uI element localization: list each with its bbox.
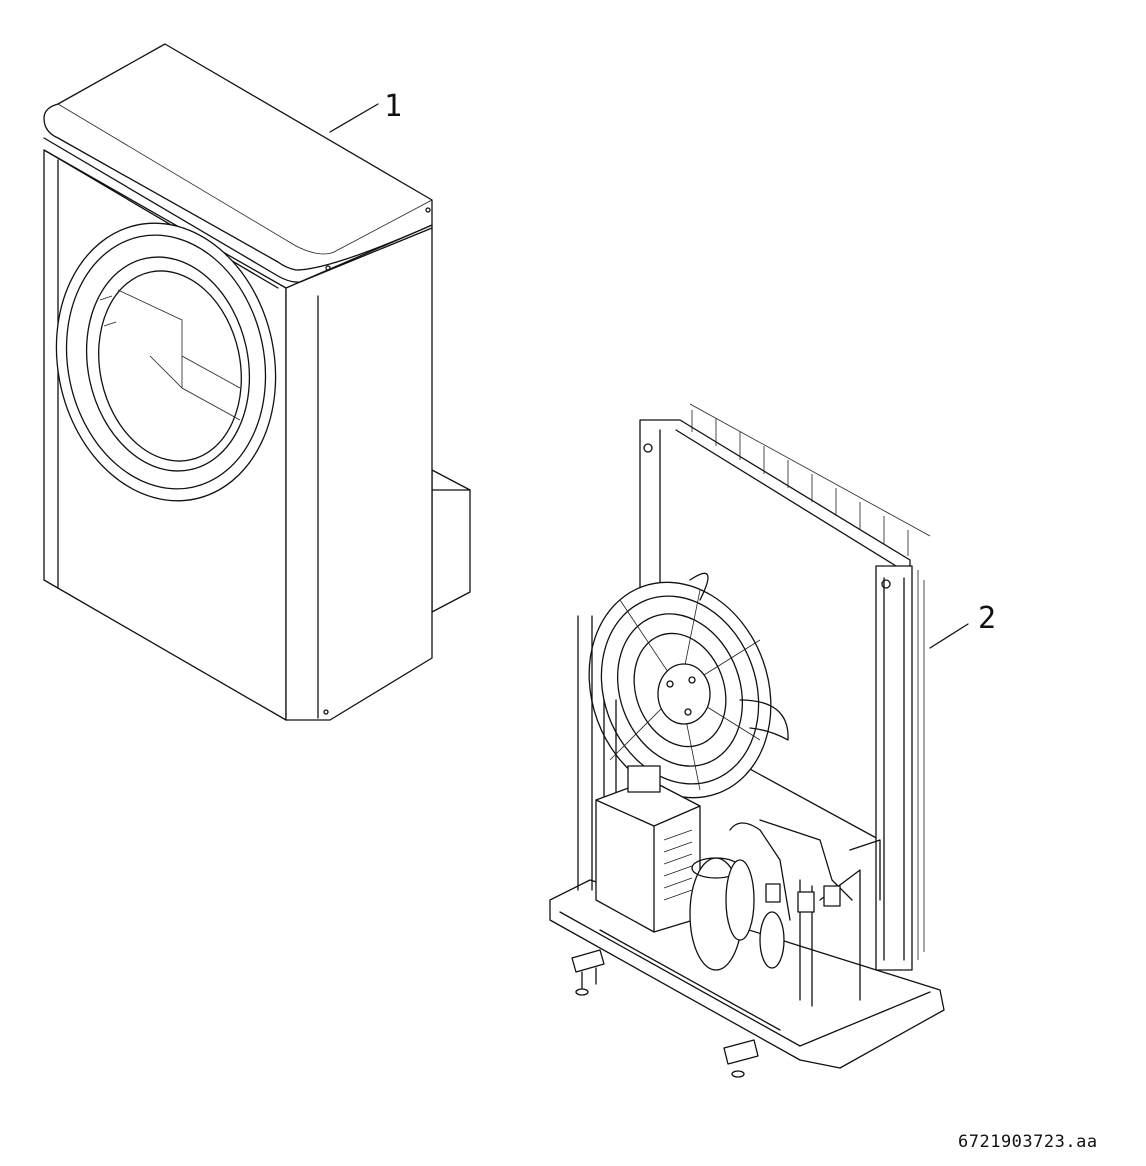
callout-label-2: 2 [978,601,997,636]
heat-pump-casing-icon [43,43,471,721]
callout-label-1: 1 [384,89,403,124]
drawing-number: 6721903723.aa [958,1132,1098,1152]
heat-pump-internals-icon [549,403,969,1078]
